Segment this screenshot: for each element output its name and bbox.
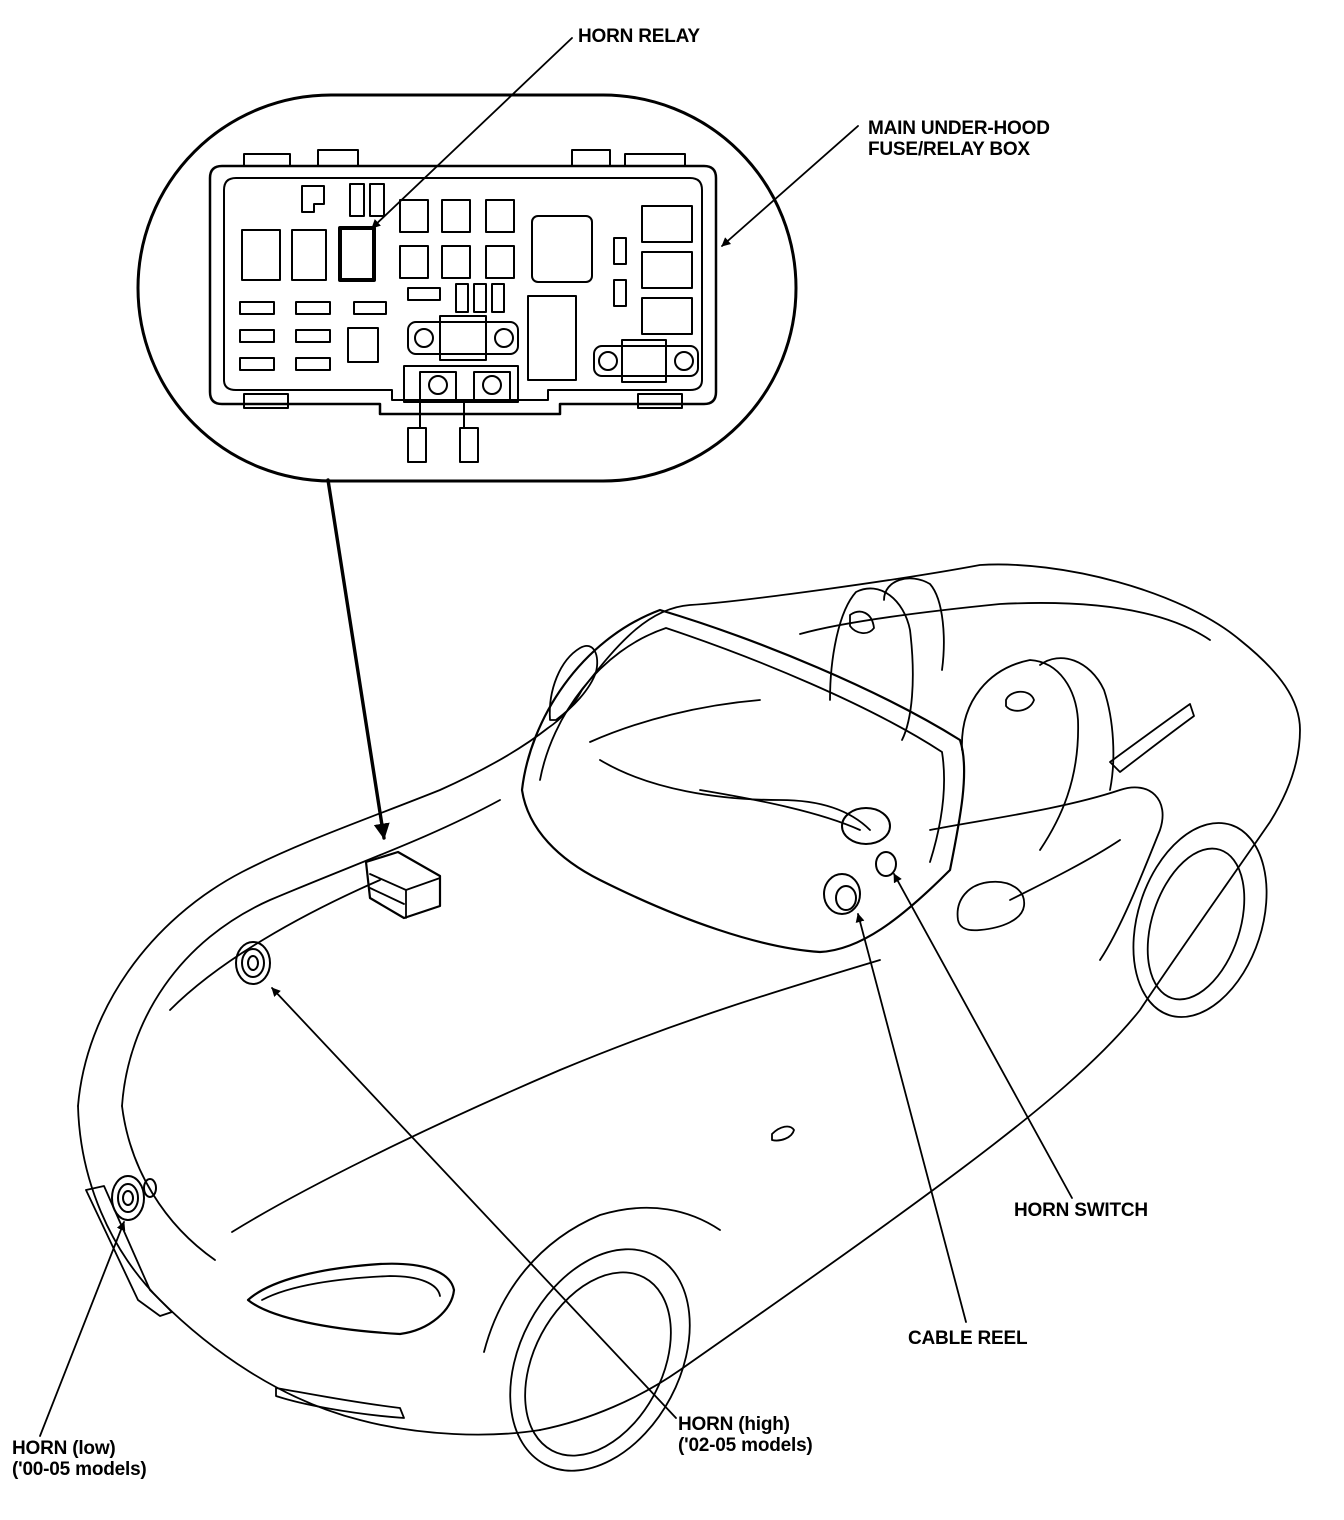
- label-horn-relay: HORN RELAY: [578, 26, 700, 47]
- label-cable-reel: CABLE REEL: [908, 1328, 1028, 1349]
- leader-lines: [39, 37, 1073, 1437]
- horn-relay-slot: [338, 226, 376, 282]
- fuse-box-on-car: [364, 850, 442, 920]
- horn-low-marker: [111, 1175, 157, 1221]
- horn-switch-marker: [841, 807, 897, 877]
- leader-fuse-box: [721, 125, 859, 247]
- label-main-fuse-box: MAIN UNDER-HOOD FUSE/RELAY BOX: [868, 118, 1050, 160]
- horn-high-marker: [235, 941, 271, 985]
- leader-horn-low: [39, 1221, 126, 1437]
- fuse-box-inset: [136, 93, 798, 483]
- label-horn-high: HORN (high) ('02-05 models): [678, 1414, 813, 1456]
- leader-horn-relay: [371, 37, 573, 229]
- label-horn-switch: HORN SWITCH: [1014, 1200, 1148, 1221]
- fuse-box-housing: [208, 164, 718, 416]
- leader-inset-to-car: [326, 478, 390, 840]
- leader-horn-high: [271, 987, 677, 1419]
- leader-cable-reel: [855, 913, 967, 1323]
- car-illustration: [77, 563, 1301, 1472]
- cable-reel-marker: [823, 873, 861, 915]
- leader-horn-switch: [893, 873, 1073, 1199]
- inset-oval: [136, 93, 798, 483]
- label-horn-low: HORN (low) ('00-05 models): [12, 1438, 147, 1480]
